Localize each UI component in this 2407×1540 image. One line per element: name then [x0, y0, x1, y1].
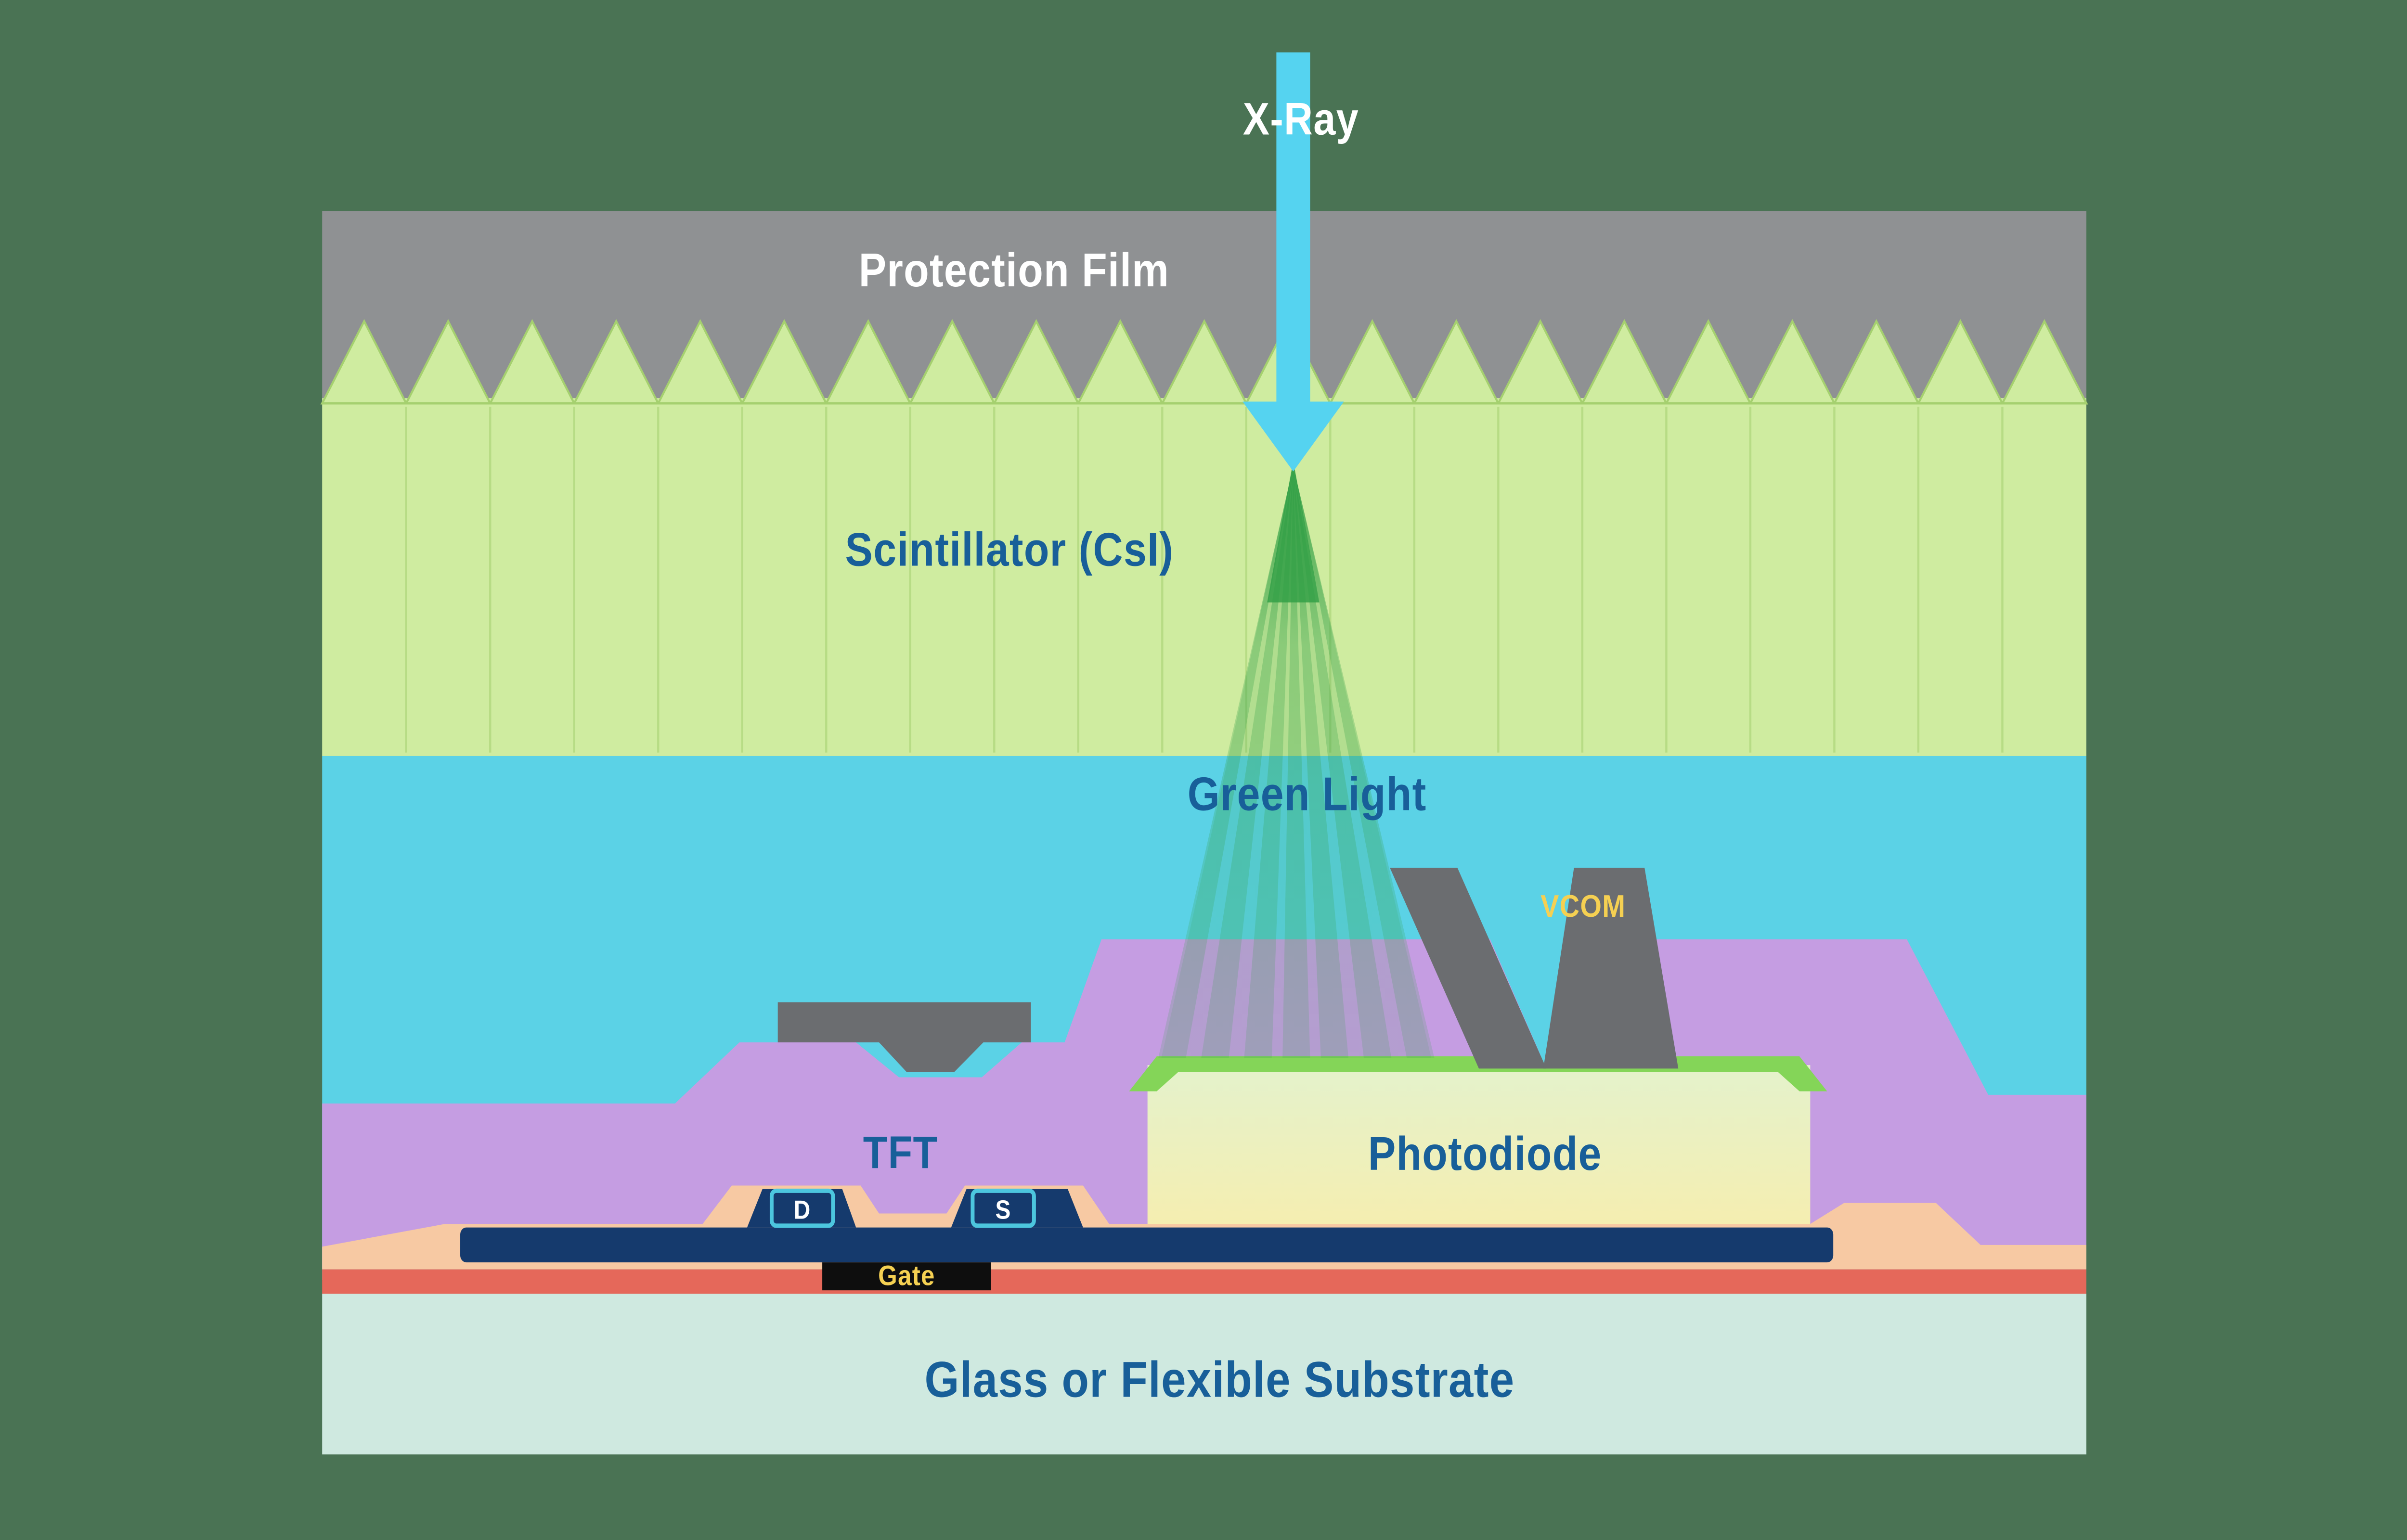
scintillator-column — [656, 319, 744, 405]
scintillator-column — [488, 319, 576, 405]
tft-source-label: S — [996, 1195, 1011, 1225]
tft-label: TFT — [863, 1127, 938, 1178]
scintillator-column — [404, 319, 492, 405]
scintillator-column — [1496, 319, 1584, 405]
xray-label: X-Ray — [1243, 93, 1359, 144]
scintillator-column — [824, 319, 912, 405]
xray-arrow — [1242, 52, 1344, 472]
vcom-electrode-right — [1543, 868, 1679, 1069]
scintillator-column — [1076, 319, 1164, 405]
green-light-ray — [1201, 466, 1294, 1058]
gate-label: Gate — [878, 1260, 935, 1291]
scintillator-column — [572, 319, 660, 405]
green-light-label: Green Light — [1188, 768, 1427, 820]
vcom-electrode-left — [1390, 868, 1547, 1069]
gate-electrode — [822, 1262, 991, 1291]
scintillator-label: Scintillator (CsI) — [845, 523, 1174, 576]
green-light-ray — [1293, 466, 1349, 1058]
gate-line-layer — [322, 1269, 2086, 1294]
tft-drain-label: D — [794, 1195, 811, 1225]
tft-drain-contact — [769, 1188, 835, 1228]
substrate-layer — [322, 1294, 2086, 1455]
scintillator-column — [1580, 319, 1669, 405]
green-light-ray — [1282, 466, 1310, 1058]
xray-arrow-head — [1242, 401, 1344, 472]
scintillator-column — [740, 319, 828, 405]
green-light-ray — [1244, 466, 1294, 1058]
scintillator-column — [992, 319, 1080, 405]
scintillator-column — [908, 319, 996, 405]
scintillator-column — [1412, 319, 1500, 405]
green-light-ray — [1293, 466, 1392, 1058]
vcom-notch — [1460, 871, 1574, 1065]
scintillator-column — [1328, 319, 1416, 405]
scintillator-column — [1832, 319, 1920, 405]
xray-arrow-shaft — [1276, 52, 1310, 405]
photodiode-body — [1147, 1065, 1811, 1226]
vcom-label: VCOM — [1540, 888, 1626, 924]
scintillator-column — [1664, 319, 1752, 405]
green-light-ray — [1158, 466, 1294, 1058]
metal-data-line — [460, 1227, 1834, 1263]
scintillator-column — [1748, 319, 1837, 405]
pixel-electrode — [777, 1002, 1031, 1072]
scintillator-column — [320, 319, 408, 405]
green-light-core — [1267, 461, 1320, 603]
scintillator-column — [1916, 319, 2005, 405]
labels: X-Ray Protection Film Scintillator (CsI)… — [794, 93, 1626, 1408]
scintillator-column — [2000, 319, 2088, 405]
photodiode-label: Photodiode — [1368, 1128, 1602, 1180]
tft-source-contact — [971, 1188, 1036, 1228]
scintillator-layer — [322, 398, 2086, 756]
protection-film-label: Protection Film — [859, 244, 1169, 296]
substrate-label: Glass or Flexible Substrate — [925, 1351, 1515, 1408]
detector-panel — [320, 211, 2088, 1455]
scintillator-column — [1160, 319, 1248, 405]
